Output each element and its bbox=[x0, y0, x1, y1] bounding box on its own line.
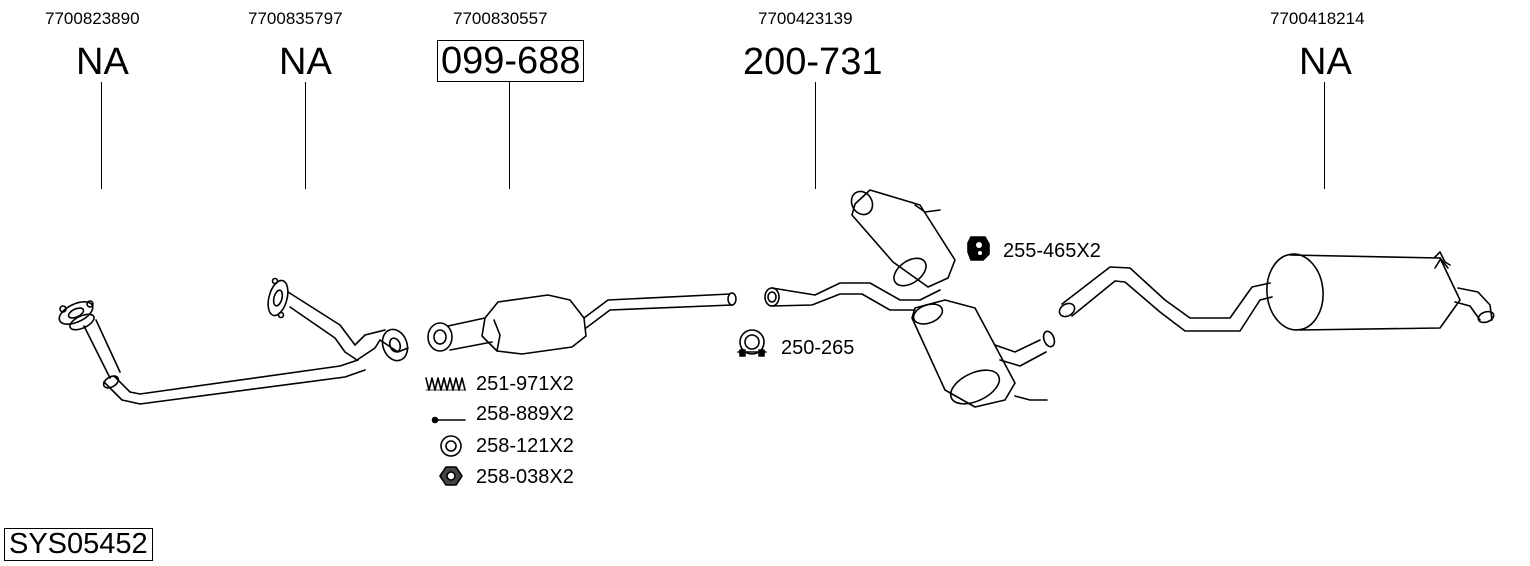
bolt-icon bbox=[431, 416, 466, 424]
accessory-label: 258-889X2 bbox=[476, 403, 574, 425]
system-code: SYS05452 bbox=[4, 528, 153, 561]
rear-silencer bbox=[1058, 251, 1495, 332]
rubber-hanger-icon bbox=[967, 236, 990, 261]
accessory-label: 258-121X2 bbox=[476, 435, 574, 457]
oem-number: 7700418214 bbox=[1270, 9, 1365, 28]
catalytic-converter bbox=[427, 292, 737, 355]
centre-silencer bbox=[764, 189, 1056, 408]
leader-line bbox=[101, 82, 102, 189]
part-code: NA bbox=[1299, 41, 1352, 83]
leader-line bbox=[1324, 82, 1325, 189]
leader-line bbox=[305, 82, 306, 189]
leader-line bbox=[815, 82, 816, 189]
oem-number: 7700823890 bbox=[45, 9, 140, 28]
leader-line bbox=[509, 82, 510, 189]
oem-number: 7700835797 bbox=[248, 9, 343, 28]
gasket-ring-icon bbox=[440, 435, 462, 457]
part-code: 099-688 bbox=[437, 40, 585, 82]
part-code: NA bbox=[76, 41, 129, 83]
oem-number: 7700423139 bbox=[758, 9, 853, 28]
oem-number: 7700830557 bbox=[453, 9, 548, 28]
exhaust-clamp-icon bbox=[737, 329, 767, 357]
nut-icon bbox=[439, 466, 463, 486]
accessory-label: 255-465X2 bbox=[1003, 240, 1101, 262]
part-code: 200-731 bbox=[743, 41, 883, 83]
part-code: NA bbox=[279, 41, 332, 83]
y-pipe bbox=[267, 277, 409, 362]
accessory-label: 258-038X2 bbox=[476, 466, 574, 488]
accessory-label: 251-971X2 bbox=[476, 373, 574, 395]
front-pipe bbox=[58, 300, 366, 405]
accessory-label: 250-265 bbox=[781, 337, 855, 359]
spring-icon bbox=[425, 377, 466, 391]
